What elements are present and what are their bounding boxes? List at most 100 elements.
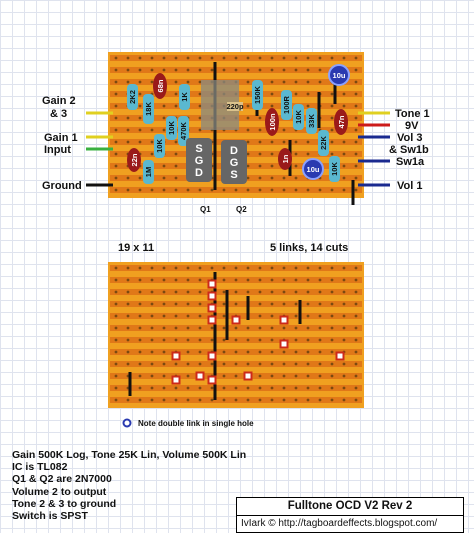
board-hole (162, 326, 166, 330)
board-hole (270, 374, 274, 378)
top-stripboard: 2K2 18K 10K 470K 1K 1M 10K 150K (86, 52, 390, 214)
board-hole (294, 278, 298, 282)
capacitor: 220p (226, 102, 244, 111)
board-hole (162, 302, 166, 306)
board-hole (150, 398, 154, 402)
board-hole (318, 188, 322, 192)
board-hole (282, 374, 286, 378)
title-box: Fulltone OCD V2 Rev 2 IvIark © http://ta… (236, 497, 464, 533)
label-gain-1: Gain 1 (44, 132, 78, 144)
board-hole (138, 188, 142, 192)
label-vol-3: Vol 3 (397, 132, 422, 144)
board-hole (114, 164, 118, 168)
board-hole (330, 290, 334, 294)
track-cut (207, 375, 217, 385)
board-hole (210, 266, 214, 270)
track-cut (243, 371, 253, 381)
board-hole (246, 68, 250, 72)
board-hole (138, 92, 142, 96)
track-cut (207, 303, 217, 313)
board-hole (282, 326, 286, 330)
board-hole (342, 338, 346, 342)
pin-label: G (195, 155, 204, 167)
board-hole (162, 350, 166, 354)
board-hole (354, 290, 358, 294)
board-hole (162, 266, 166, 270)
board-hole (294, 152, 298, 156)
board-hole (114, 68, 118, 72)
board-hole (354, 128, 358, 132)
resistor-label: 22K (319, 136, 328, 150)
board-hole (354, 350, 358, 354)
board-hole (270, 338, 274, 342)
board-hole (258, 278, 262, 282)
board-hole (174, 68, 178, 72)
board-hole (126, 350, 130, 354)
board-hole (234, 374, 238, 378)
board-hole (342, 104, 346, 108)
board-hole (270, 362, 274, 366)
board-hole (210, 386, 214, 390)
board-hole (294, 326, 298, 330)
board-hole (306, 362, 310, 366)
board-hole (330, 92, 334, 96)
board-hole (342, 314, 346, 318)
board-hole (318, 266, 322, 270)
board-hole (330, 104, 334, 108)
board-hole (234, 326, 238, 330)
board-hole (174, 188, 178, 192)
pin-label: D (195, 167, 203, 179)
board-hole (174, 56, 178, 60)
board-hole (330, 374, 334, 378)
board-hole (306, 278, 310, 282)
board-hole (258, 314, 262, 318)
board-hole (354, 302, 358, 306)
board-hole (222, 326, 226, 330)
board-hole (306, 104, 310, 108)
board-hole (354, 116, 358, 120)
board-hole (258, 188, 262, 192)
board-hole (294, 290, 298, 294)
diagram-title: Fulltone OCD V2 Rev 2 (287, 500, 413, 512)
resistor: 470K (178, 116, 189, 146)
board-hole (126, 362, 130, 366)
board-hole (198, 92, 202, 96)
label-ground: Ground (42, 180, 82, 192)
board-hole (234, 362, 238, 366)
board-hole (198, 56, 202, 60)
board-hole (258, 140, 262, 144)
board-hole (282, 362, 286, 366)
board-hole (270, 278, 274, 282)
board-hole (138, 314, 142, 318)
board-hole (198, 266, 202, 270)
board-hole (294, 92, 298, 96)
resistor: 1K (179, 84, 190, 110)
board-hole (222, 188, 226, 192)
board-hole (186, 326, 190, 330)
board-hole (114, 116, 118, 120)
label-9v: 9V (405, 120, 419, 132)
board-hole (114, 362, 118, 366)
board-hole (114, 104, 118, 108)
board-hole (114, 92, 118, 96)
board-hole (234, 386, 238, 390)
board-hole (354, 176, 358, 180)
capacitor: 22n (127, 148, 141, 172)
board-hole (150, 350, 154, 354)
board-hole (270, 164, 274, 168)
track-cut (231, 315, 241, 325)
board-hole (138, 278, 142, 282)
board-hole (114, 278, 118, 282)
board-hole (150, 278, 154, 282)
board-hole (270, 140, 274, 144)
resistor-label: 150K (253, 85, 262, 104)
board-hole (162, 386, 166, 390)
track-cut (207, 351, 217, 361)
board-hole (342, 188, 346, 192)
board-hole (306, 350, 310, 354)
resistor-label: 2K2 (128, 90, 137, 104)
board-hole (150, 314, 154, 318)
board-hole (306, 314, 310, 318)
bottom-stripboard (108, 262, 364, 408)
board-hole (294, 338, 298, 342)
